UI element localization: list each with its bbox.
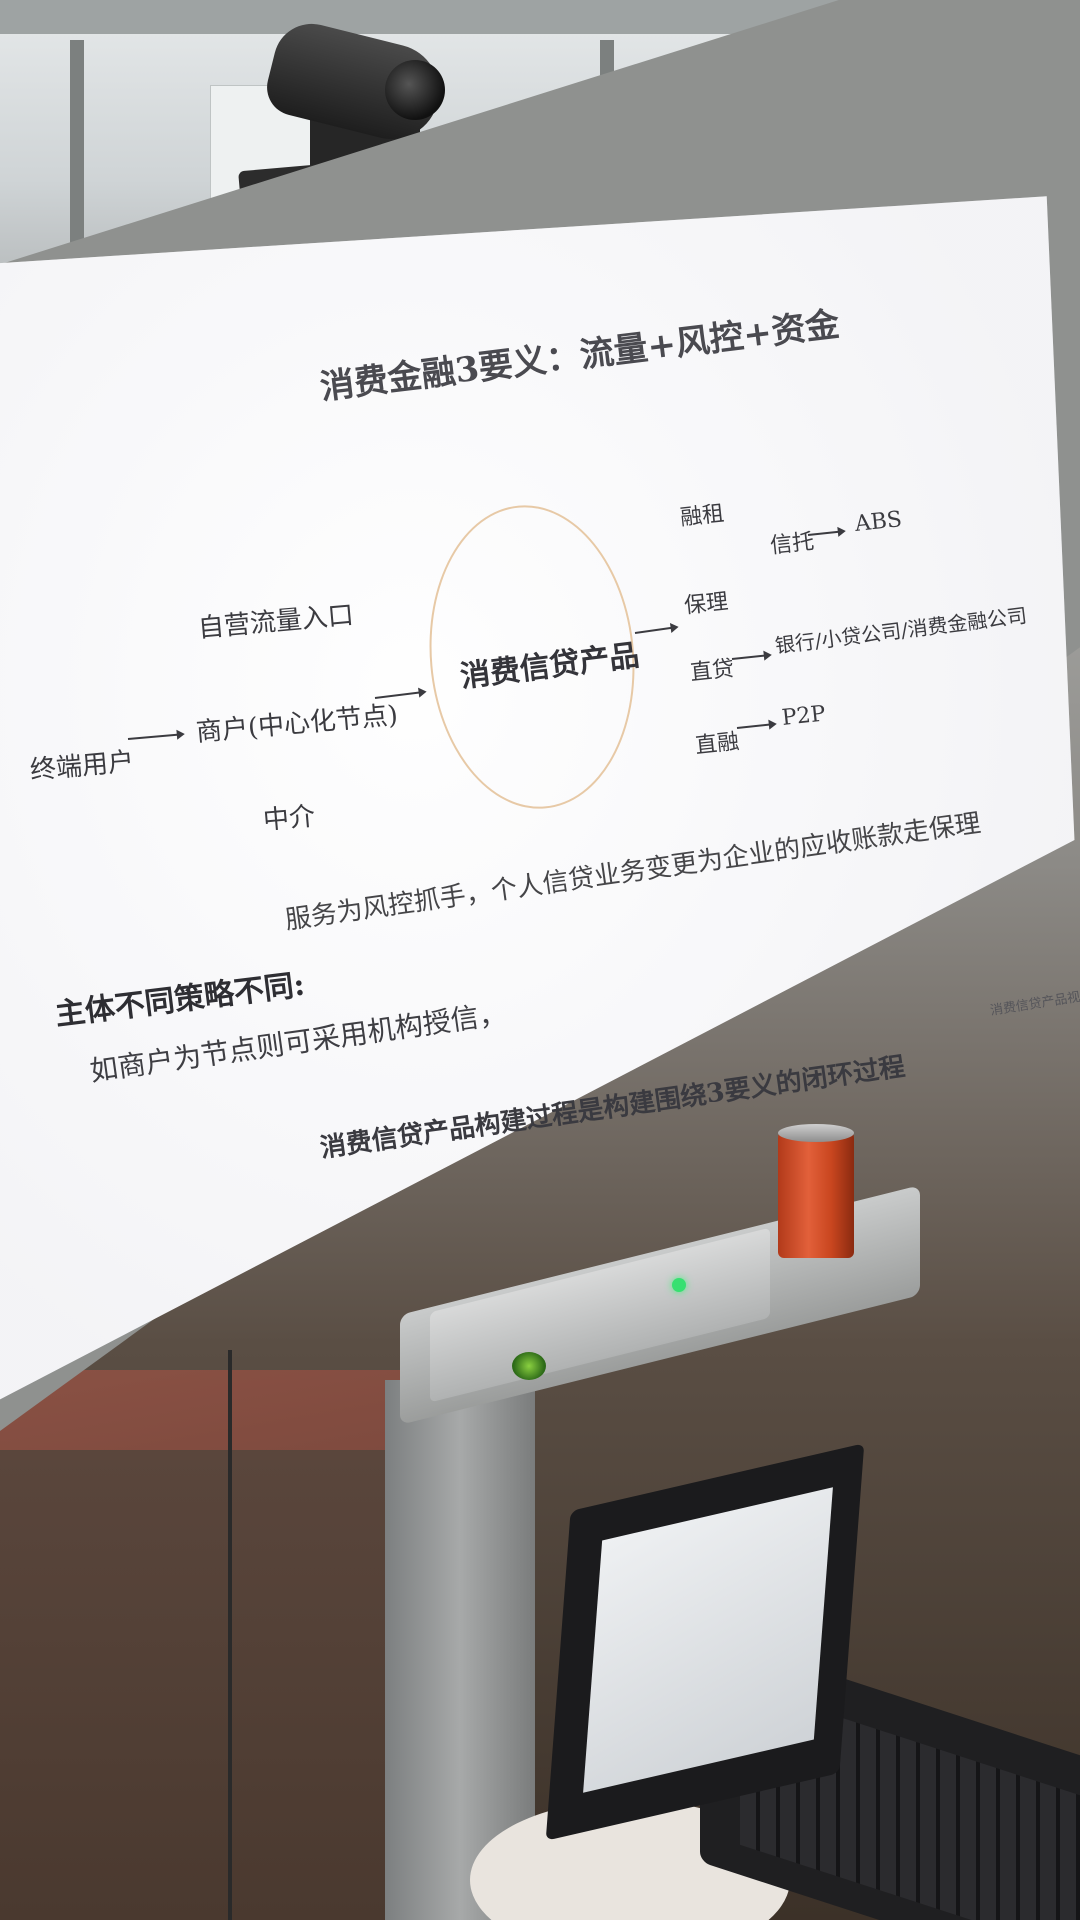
factoring-label: 保理 (682, 589, 730, 619)
direct-financing-label: 直融 (693, 729, 741, 759)
camera-lens (385, 60, 445, 120)
trust-label: 信托 (768, 529, 816, 559)
direct-loan-label: 直贷 (688, 656, 736, 686)
green-button-icon (512, 1352, 546, 1380)
conference-device (430, 1227, 770, 1403)
cabinet (0, 1450, 420, 1920)
drink-can-top (778, 1124, 854, 1142)
abs-label: ABS (853, 507, 904, 537)
status-light-icon (672, 1278, 686, 1292)
window-frame (70, 40, 84, 280)
leasing-label: 融租 (678, 501, 726, 531)
slide-footer: 消费信贷产品视 (989, 989, 1080, 1019)
drink-can (778, 1128, 854, 1258)
cable (228, 1350, 232, 1920)
intermediary-label: 中介 (261, 801, 317, 836)
p2p-label: P2P (780, 701, 827, 731)
